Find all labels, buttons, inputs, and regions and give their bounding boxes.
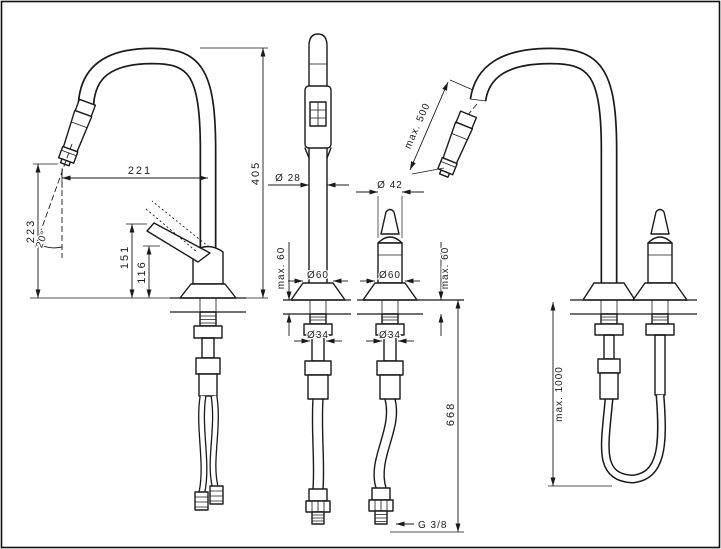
dia-34-handle-label: Ø34 (379, 330, 401, 341)
spout-outline (469, 47, 618, 284)
pullout-hose (305, 398, 331, 525)
angle-reference-axis (34, 143, 73, 248)
dia-60-spout-label: Ø60 (307, 270, 329, 281)
g38-label: G 3/8 (418, 520, 447, 531)
handle-lever (146, 222, 211, 263)
dim-405-label: 405 (250, 161, 262, 185)
escutcheon-handle (632, 282, 688, 301)
dim-151-label: 151 (119, 245, 131, 269)
hose-coupling (376, 360, 404, 400)
hose-coupling (195, 357, 221, 397)
dim-max500-line (409, 81, 449, 171)
hose-coupling (597, 358, 621, 400)
mounting-shanks (594, 313, 675, 396)
max-1000-label: max. 1000 (554, 366, 565, 422)
deck-line (170, 297, 246, 313)
escutcheon-side (179, 283, 237, 299)
front-view-handle: Ø 42 Ø60 max. 60 Ø34 668 G 3/8 (356, 179, 464, 533)
escutcheon-spout (290, 282, 346, 301)
hose-coupling (304, 360, 332, 400)
dim-668-label: 668 (445, 402, 457, 426)
escutcheon-spout (582, 282, 636, 301)
max-60-spout-label: max. 60 (276, 247, 287, 290)
handle-dome (647, 236, 673, 244)
spray-head-docked (55, 98, 97, 169)
g38-fitting (374, 510, 388, 525)
dim-221-label: 221 (128, 165, 152, 177)
angle-arc (36, 242, 63, 249)
mounting-shank (303, 313, 333, 362)
dim-223-label: 223 (25, 219, 37, 243)
handle-dome (377, 236, 403, 244)
dia-42-label: Ø 42 (377, 180, 403, 191)
max-60-handle-label: max. 60 (440, 247, 451, 290)
deck-line (570, 299, 697, 315)
mounting-shank (193, 311, 223, 359)
handle-body (647, 242, 673, 284)
max-500-label: max. 500 (403, 101, 433, 150)
escutcheon-handle (362, 282, 418, 301)
dia-60-handle-label: Ø60 (379, 270, 401, 281)
dia-34-spout-label: Ø34 (307, 330, 329, 341)
side-view-docked: 223 221 20° 405 151 116 (24, 47, 268, 511)
deck-line (283, 299, 351, 315)
supply-hose (368, 398, 398, 525)
deck-line (357, 299, 464, 315)
dim-116-label: 116 (136, 260, 148, 284)
handle-pin (650, 208, 670, 235)
front-view-spout: Ø 28 Ø60 max. 60 Ø34 (268, 33, 351, 525)
dia-28-label: Ø 28 (275, 173, 301, 184)
supply-hoses (194, 395, 224, 511)
spout-column-front (308, 33, 328, 285)
handle-alt-position (145, 200, 210, 253)
handle-pin (380, 208, 400, 235)
